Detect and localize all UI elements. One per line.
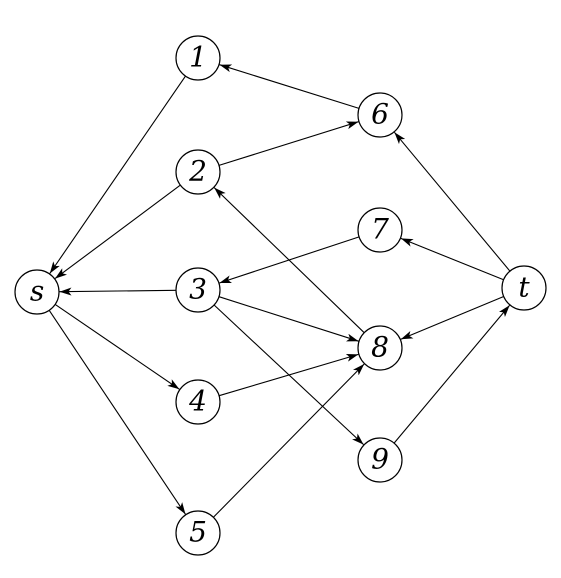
edge-s-to-5 [48, 309, 186, 515]
node-circle-2 [175, 149, 221, 195]
node-s: s [14, 269, 60, 315]
node-label-3: 3 [189, 273, 207, 306]
node-2: 2 [175, 149, 221, 195]
node-label-1: 1 [189, 41, 207, 74]
node-label-t: t [518, 271, 530, 304]
node-label-6: 6 [371, 98, 389, 131]
node-6: 6 [357, 92, 403, 138]
edges-layer [48, 64, 511, 518]
node-circle-t [501, 265, 547, 311]
edge-3-to-8 [218, 296, 359, 342]
edge-2-to-6 [218, 121, 359, 166]
node-circle-5 [175, 510, 221, 556]
edge-3-to-s [59, 287, 177, 296]
node-circle-7 [357, 207, 403, 253]
node-label-5: 5 [189, 516, 207, 549]
node-9: 9 [357, 437, 403, 483]
node-circle-3 [175, 267, 221, 313]
node-label-9: 9 [371, 443, 389, 476]
edge-t-to-7 [400, 237, 504, 281]
edge-6-to-1 [219, 64, 360, 109]
edge-s-to-4 [54, 303, 180, 390]
node-label-2: 2 [188, 155, 207, 188]
node-7: 7 [357, 207, 403, 253]
node-circle-s [14, 269, 60, 315]
edge-4-to-8 [218, 353, 359, 397]
edge-9-to-t [393, 304, 511, 444]
edge-7-to-3 [219, 236, 360, 284]
node-circle-8 [357, 325, 403, 371]
edge-1-to-s [49, 75, 186, 274]
node-3: 3 [175, 267, 221, 313]
edge-t-to-6 [393, 131, 511, 272]
node-t: t [501, 265, 547, 311]
node-8: 8 [357, 325, 403, 371]
node-5: 5 [175, 510, 221, 556]
node-circle-4 [175, 379, 221, 425]
node-circle-9 [357, 437, 403, 483]
nodes-layer: s 1 2 3 4 5 6 7 8 9 t [14, 35, 547, 556]
node-circle-1 [175, 35, 221, 81]
node-label-s: s [30, 275, 44, 308]
edge-2-to-s [54, 184, 181, 280]
edge-5-to-8 [213, 363, 365, 518]
node-label-7: 7 [371, 213, 389, 246]
node-label-8: 8 [371, 331, 389, 364]
node-circle-6 [357, 92, 403, 138]
node-4: 4 [175, 379, 221, 425]
edge-t-to-8 [400, 295, 504, 340]
node-1: 1 [175, 35, 221, 81]
node-label-4: 4 [188, 385, 207, 418]
